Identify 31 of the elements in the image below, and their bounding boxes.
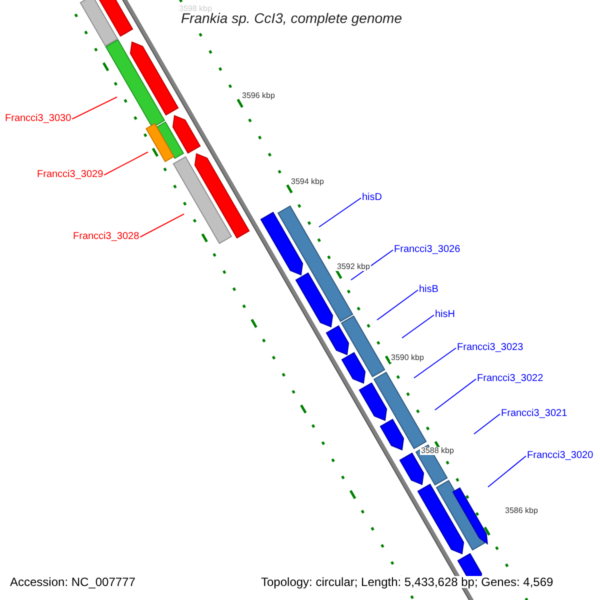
scale-label: 3590 kbp — [390, 354, 425, 362]
gene-label: hisH — [435, 310, 456, 320]
gene-label: Francci3_3021 — [501, 409, 568, 419]
gene-label: hisD — [362, 193, 382, 203]
gene-label: hisB — [419, 285, 438, 295]
gene-label: Francci3_3023 — [457, 343, 524, 353]
leader-line — [140, 214, 184, 238]
leader-line — [350, 250, 394, 280]
scale-label: 3596 kbp — [241, 92, 276, 100]
gene-label: Francci3_3026 — [394, 245, 460, 255]
genome-info: Accession: NC_007777 — [9, 576, 136, 588]
gene-label: Francci3_3028 — [73, 232, 140, 242]
leader-line — [376, 290, 418, 320]
leader-line — [104, 152, 148, 176]
scale-label: 3592 kbp — [336, 263, 371, 271]
gene-label: Francci3_3029 — [37, 170, 104, 180]
leader-line — [488, 456, 526, 488]
gene-label: Francci3_3030 — [5, 114, 72, 124]
scale-label: 3594 kbp — [290, 178, 325, 186]
leader-line — [414, 348, 456, 378]
scale-label: 3586 kbp — [504, 507, 539, 515]
leader-line — [474, 414, 500, 434]
leader-line — [318, 198, 362, 228]
gene-label: Francci3_3022 — [477, 374, 544, 384]
scale-label: 3588 kbp — [420, 447, 455, 455]
title: Frankia sp. CcI3, complete genome — [180, 11, 403, 25]
leader-line — [72, 96, 118, 120]
leader-line — [434, 378, 476, 410]
genome-info: Topology: circular; Length: 5,433,628 bp; Genes: 4,569 — [260, 576, 554, 588]
gene-label: Francci3_3020 — [527, 451, 594, 461]
leader-line — [402, 314, 434, 338]
